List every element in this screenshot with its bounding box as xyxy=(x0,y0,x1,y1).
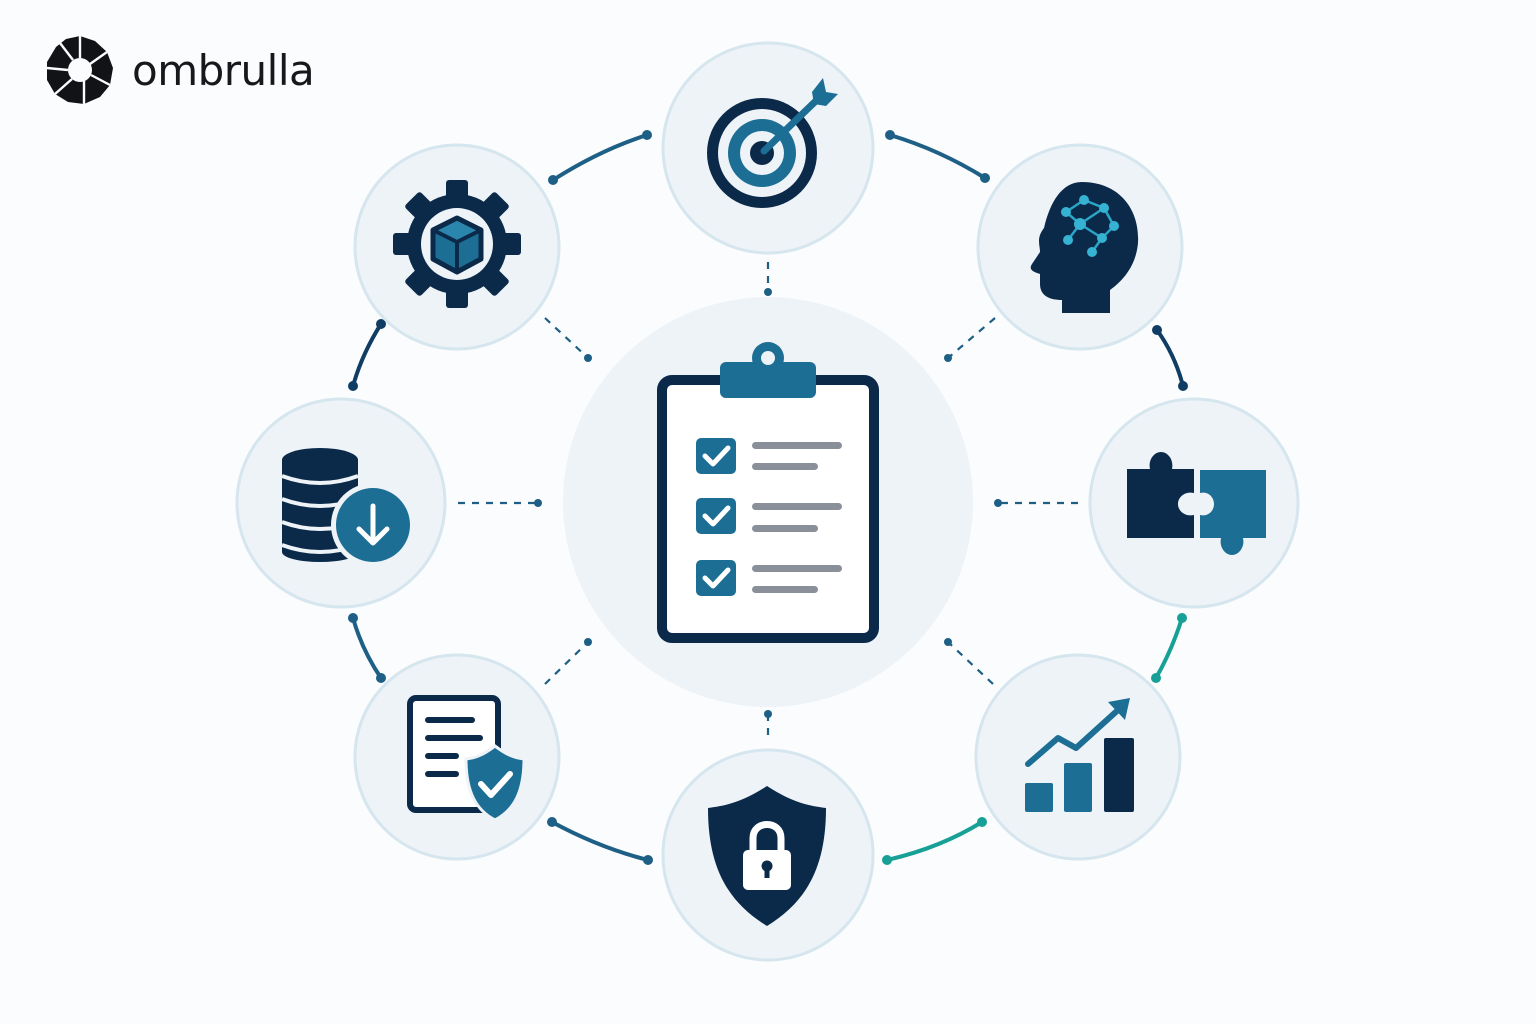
spoke-connectors xyxy=(458,262,1078,742)
connector-shield-doc xyxy=(550,820,650,862)
growth-chart-icon xyxy=(1025,698,1134,812)
connector-db-gear xyxy=(351,322,383,388)
umbrella-flower-logo-icon xyxy=(46,36,113,104)
node-circles xyxy=(235,41,1300,962)
checklist-clipboard-icon xyxy=(657,342,879,643)
connector-chart-shield xyxy=(885,820,984,862)
database-download-icon xyxy=(281,448,415,567)
compliance-document-shield-icon xyxy=(407,695,526,822)
connector-dots xyxy=(348,130,1188,865)
checklist-item xyxy=(696,438,842,474)
target-goal-icon xyxy=(707,78,838,208)
connector-doc-db xyxy=(351,616,383,680)
spoke-dots xyxy=(534,288,1002,718)
brain-network-icon xyxy=(1030,182,1139,313)
gear-cube-icon xyxy=(393,180,521,308)
node-circle-document xyxy=(353,653,561,861)
connector-brain-puzzle xyxy=(1155,328,1185,388)
checklist-item xyxy=(696,498,842,534)
connector-target-brain xyxy=(888,133,987,180)
security-lock-shield-icon xyxy=(708,786,826,926)
checklist-item xyxy=(696,560,842,596)
ring-connectors xyxy=(351,133,1185,862)
brand-header: ombrulla xyxy=(44,34,315,106)
node-circle-database xyxy=(235,397,447,609)
node-circle-puzzle xyxy=(1088,397,1300,609)
connector-gear-target xyxy=(551,133,649,182)
center-hub-circle xyxy=(563,297,973,707)
puzzle-integration-icon xyxy=(1127,452,1266,555)
node-circle-target xyxy=(661,41,875,255)
connector-puzzle-chart xyxy=(1154,616,1184,680)
node-circle-lock xyxy=(661,748,875,962)
node-circle-chart xyxy=(974,653,1182,861)
brand-name: ombrulla xyxy=(132,45,315,95)
node-circle-brain xyxy=(976,143,1184,351)
node-circle-gear xyxy=(353,143,561,351)
